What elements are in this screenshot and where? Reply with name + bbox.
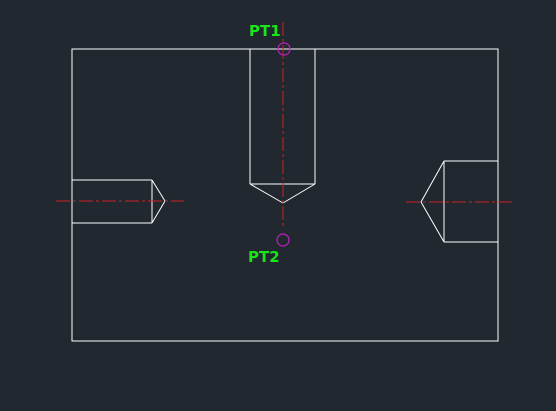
top-hole-cone-left	[249, 183, 284, 204]
left-drilled-hole	[72, 179, 166, 224]
right-hole-cone-top	[420, 160, 445, 203]
right-drilled-hole	[420, 160, 498, 243]
pt2-marker[interactable]	[276, 233, 290, 247]
pt1-label: PT1	[249, 22, 281, 40]
top-hole-cone-right	[282, 183, 316, 204]
part-outline	[71, 48, 499, 342]
left-hole-cone-top	[151, 179, 166, 202]
left-hole-cone-bottom	[151, 200, 166, 224]
right-hole-cone-bottom	[420, 201, 445, 243]
pt2-label: PT2	[248, 248, 280, 266]
pt1-marker[interactable]	[277, 42, 291, 56]
